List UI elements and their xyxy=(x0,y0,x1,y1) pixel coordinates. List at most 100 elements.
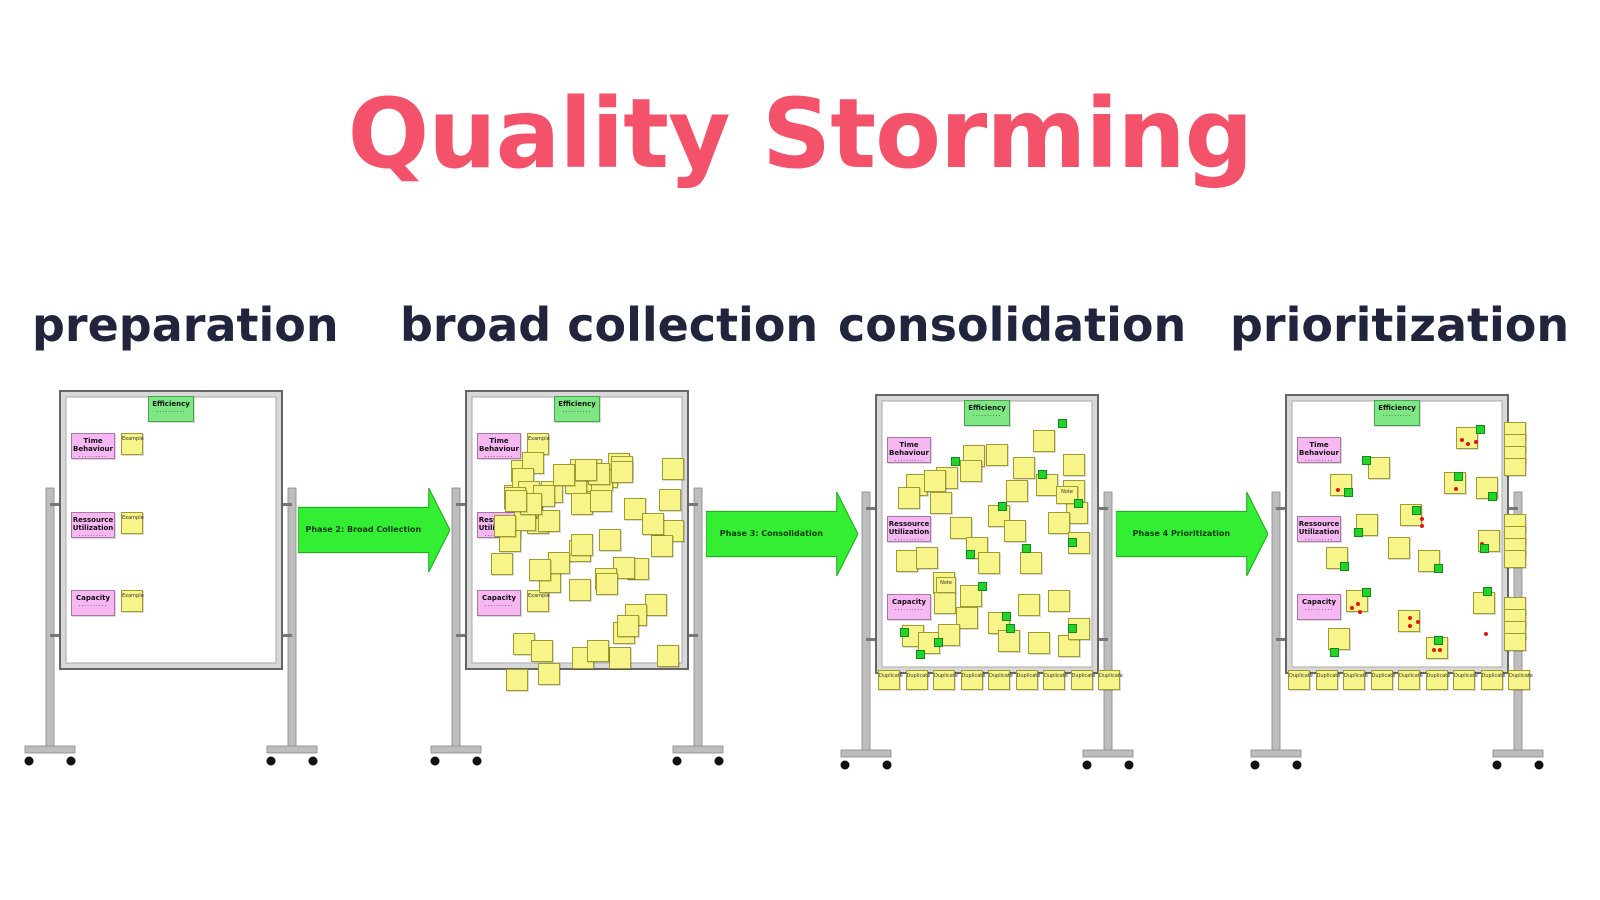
green-vote-square xyxy=(1002,612,1011,621)
red-priority-dot xyxy=(1408,616,1412,620)
duplicate-note: Duplicate xyxy=(1098,670,1123,690)
stand-wheel xyxy=(1492,760,1502,770)
sticky-note xyxy=(1020,552,1042,574)
duplicate-note-label: Duplicate xyxy=(1371,673,1396,679)
category-note-dots: .......... xyxy=(78,531,108,538)
header-note-title: Efficiency xyxy=(1378,404,1416,412)
stand-wheel xyxy=(672,756,682,766)
sticky-note xyxy=(1028,632,1050,654)
phase-4-arrow: Phase 4 Prioritization xyxy=(1116,492,1268,576)
red-priority-dot xyxy=(1358,610,1362,614)
board-stand xyxy=(1250,394,1544,770)
stand-bracket xyxy=(1506,507,1518,510)
category-note-title: Capacity xyxy=(1301,598,1337,606)
stand-bracket xyxy=(280,634,292,637)
duplicate-note: Duplicate xyxy=(933,670,958,690)
green-vote-square xyxy=(1362,588,1371,597)
category-note-dots: .......... xyxy=(894,605,924,612)
duplicate-note-label: Duplicate xyxy=(1509,673,1533,679)
sticky-note xyxy=(960,460,982,482)
duplicate-note-label: Duplicate xyxy=(906,673,931,679)
side-stacked-note xyxy=(1504,633,1526,651)
sticky-note xyxy=(611,461,633,483)
duplicate-note: Duplicate xyxy=(1343,670,1368,690)
sticky-note xyxy=(506,669,528,691)
note-text-label: Note xyxy=(1061,489,1073,495)
stand-wheel xyxy=(430,756,440,766)
side-stacked-note xyxy=(1504,550,1526,568)
green-vote-square xyxy=(978,582,987,591)
sticky-note xyxy=(896,550,918,572)
green-vote-square xyxy=(1074,499,1083,508)
stand-bracket xyxy=(50,634,62,637)
stand-pole xyxy=(45,487,55,749)
sticky-note xyxy=(1368,457,1390,479)
green-vote-square xyxy=(1038,470,1047,479)
category-note-dots: .......... xyxy=(1304,535,1334,542)
stand-pole xyxy=(451,487,461,749)
duplicate-note-label: Duplicate xyxy=(989,673,1013,679)
green-vote-square xyxy=(1454,472,1463,481)
board-broad-collection: Efficiency..........Time Behaviour......… xyxy=(428,388,728,773)
sticky-note xyxy=(553,464,575,486)
sticky-note xyxy=(1036,474,1058,496)
stand-foot xyxy=(1082,749,1134,758)
category-note-title: Time Behaviour xyxy=(479,437,519,453)
stand-bracket xyxy=(50,503,62,506)
example-note: Example xyxy=(121,433,144,455)
note-text-label: Note xyxy=(940,580,952,586)
sticky-note xyxy=(950,517,972,539)
category-note-dots: .......... xyxy=(78,452,108,459)
duplicate-note: Duplicate xyxy=(960,670,986,690)
sticky-note xyxy=(494,515,516,537)
category-ressource-utilization-note: Ressource Utilization.......... xyxy=(1297,516,1341,542)
green-vote-square xyxy=(1068,538,1077,547)
green-vote-square xyxy=(1354,528,1363,537)
stand-wheel xyxy=(840,760,850,770)
arrow-shape xyxy=(298,488,450,572)
stand-foot xyxy=(266,745,318,754)
sticky-note xyxy=(1018,594,1040,616)
sticky-note xyxy=(938,624,960,646)
stand-bracket xyxy=(1096,507,1108,510)
sticky-note xyxy=(662,458,684,480)
stand-pole xyxy=(287,487,297,749)
stand-bracket xyxy=(1276,507,1288,510)
duplicate-note: Duplicate xyxy=(1508,670,1533,690)
duplicate-note: Duplicate xyxy=(878,670,903,690)
duplicate-note: Duplicate xyxy=(1043,670,1068,690)
arrow-shape xyxy=(706,492,858,576)
duplicate-note-label: Duplicate xyxy=(1426,673,1451,679)
board-stand xyxy=(24,390,318,766)
duplicate-note-label: Duplicate xyxy=(1344,673,1368,679)
category-time-behaviour-note: Time Behaviour.......... xyxy=(887,437,931,463)
duplicate-note-label: Duplicate xyxy=(934,673,958,679)
duplicate-note: Duplicate xyxy=(1315,670,1340,690)
sticky-note xyxy=(986,444,1008,466)
duplicate-note-label: Duplicate xyxy=(961,673,986,679)
phase-2-arrow: Phase 2: Broad Collection xyxy=(298,488,450,572)
green-vote-square xyxy=(966,550,975,559)
red-priority-dot xyxy=(1438,648,1442,652)
stand-pole xyxy=(693,487,703,749)
sticky-note xyxy=(599,529,621,551)
sticky-note xyxy=(569,579,591,601)
header-note-dots: .......... xyxy=(972,411,1002,418)
efficiency-header-note: Efficiency.......... xyxy=(1374,400,1420,426)
duplicate-note-label: Duplicate xyxy=(1044,673,1068,679)
duplicate-note-label: Duplicate xyxy=(1289,673,1313,679)
green-vote-square xyxy=(1476,425,1485,434)
efficiency-header-note: Efficiency.......... xyxy=(148,396,194,422)
sticky-note xyxy=(898,487,920,509)
green-vote-square xyxy=(1344,488,1353,497)
arrow-label: Phase 3: Consolidation xyxy=(719,529,823,538)
example-note-label: Example xyxy=(122,593,144,599)
sticky-note xyxy=(590,490,612,512)
red-priority-dot xyxy=(1336,488,1340,492)
stand-bracket xyxy=(456,634,468,637)
sticky-note xyxy=(609,647,631,669)
category-note-title: Ressource Utilization xyxy=(72,516,114,532)
category-note-dots: .......... xyxy=(1304,456,1334,463)
sticky-note xyxy=(930,492,952,514)
sticky-note xyxy=(548,552,570,574)
